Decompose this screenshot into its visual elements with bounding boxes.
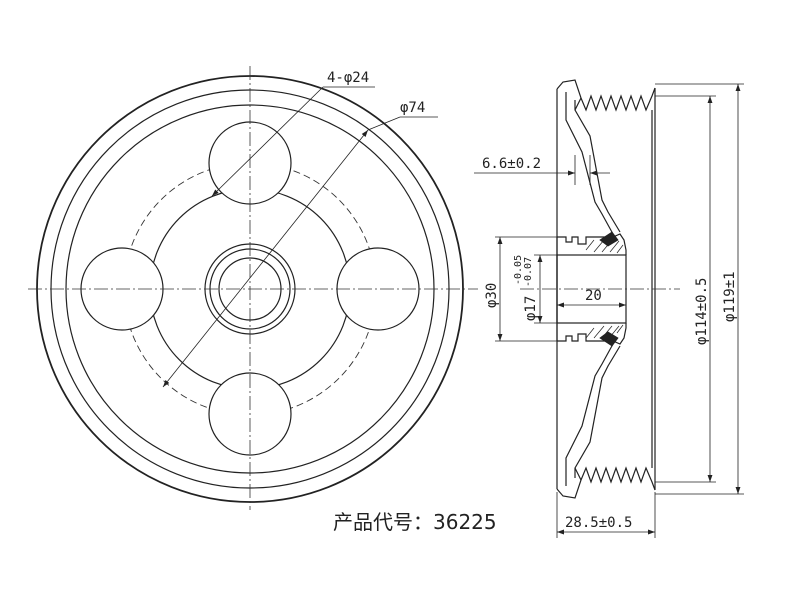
weld-block-top <box>599 231 619 247</box>
web-inner-top <box>565 92 614 235</box>
web-outer-bottom <box>574 345 621 478</box>
pcd-callout-extension <box>367 116 401 131</box>
hole-callout-text: 4-φ24 <box>327 70 369 86</box>
pcd-callout-line <box>162 129 369 388</box>
hub-outline-bottom <box>557 323 627 345</box>
poly-v-groove-bottom <box>556 466 656 499</box>
section-view: 6.6±0.2 φ30 φ17 -0.05 -0.07 20 φ114±0.5 … <box>474 79 744 538</box>
web-lip-bottom <box>574 467 582 481</box>
poly-v-groove-top <box>556 79 656 112</box>
product-code-caption: 产品代号：36225 <box>333 510 497 534</box>
groove-dia-dim-text: φ114±0.5 <box>694 278 710 345</box>
weld-block-bottom <box>599 331 619 347</box>
front-view: 4-φ24 φ74 <box>28 66 478 510</box>
outer-dia-dim-text: φ119±1 <box>722 271 738 322</box>
bore-tol-lower: -0.07 <box>523 257 534 287</box>
hub-length-dim-text: 20 <box>585 288 602 304</box>
web-outer-top <box>574 100 621 233</box>
web-inner-bottom <box>565 343 614 486</box>
bore-tol-upper: -0.05 <box>513 255 524 285</box>
hub-od-dim-text: φ30 <box>484 283 500 308</box>
width-dim-text: 28.5±0.5 <box>565 515 632 531</box>
hub-outline-top <box>557 233 627 255</box>
offset-dim-text: 6.6±0.2 <box>482 156 541 172</box>
bore-dim-text: φ17 <box>523 296 539 321</box>
web-lip-top <box>574 97 582 111</box>
pcd-callout-text: φ74 <box>400 100 425 116</box>
